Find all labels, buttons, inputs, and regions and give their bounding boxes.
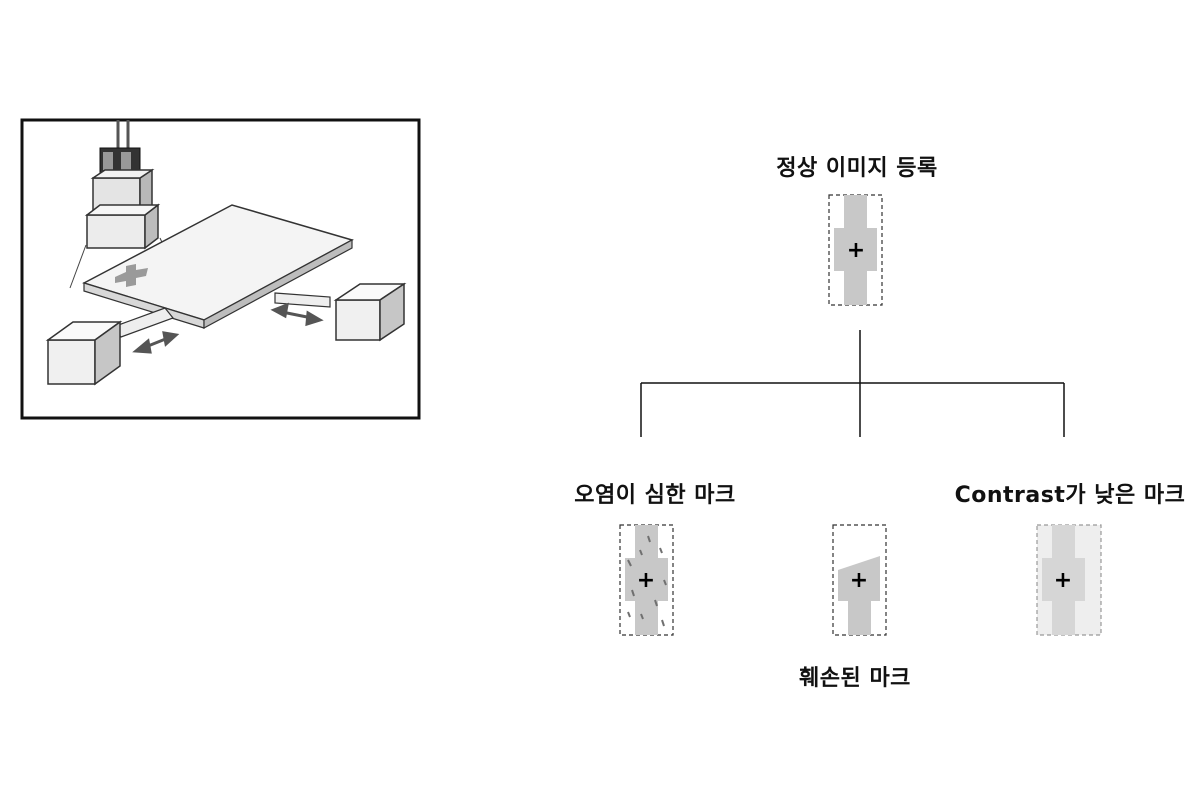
normal-mark-crosshair: + <box>847 238 865 263</box>
movement-arrow-left <box>132 331 180 354</box>
low-contrast-mark-crosshair: + <box>1054 568 1072 593</box>
camera-field-of-view <box>69 244 87 289</box>
contamination-spots <box>627 535 667 627</box>
root-label: 정상 이미지 등록 <box>776 156 938 181</box>
damaged-mark-crosshair: + <box>850 568 868 593</box>
damaged-mark-label: 훼손된 마크 <box>799 666 911 691</box>
contaminated-mark-crosshair: + <box>637 568 655 593</box>
low-contrast-mark-label: Contrast가 낮은 마크 <box>954 483 1186 508</box>
camera-cable <box>116 120 130 150</box>
contaminated-mark-label: 오염이 심한 마크 <box>574 483 736 508</box>
movement-arrow-right <box>270 302 324 327</box>
plate-alignment-mark <box>115 264 148 287</box>
